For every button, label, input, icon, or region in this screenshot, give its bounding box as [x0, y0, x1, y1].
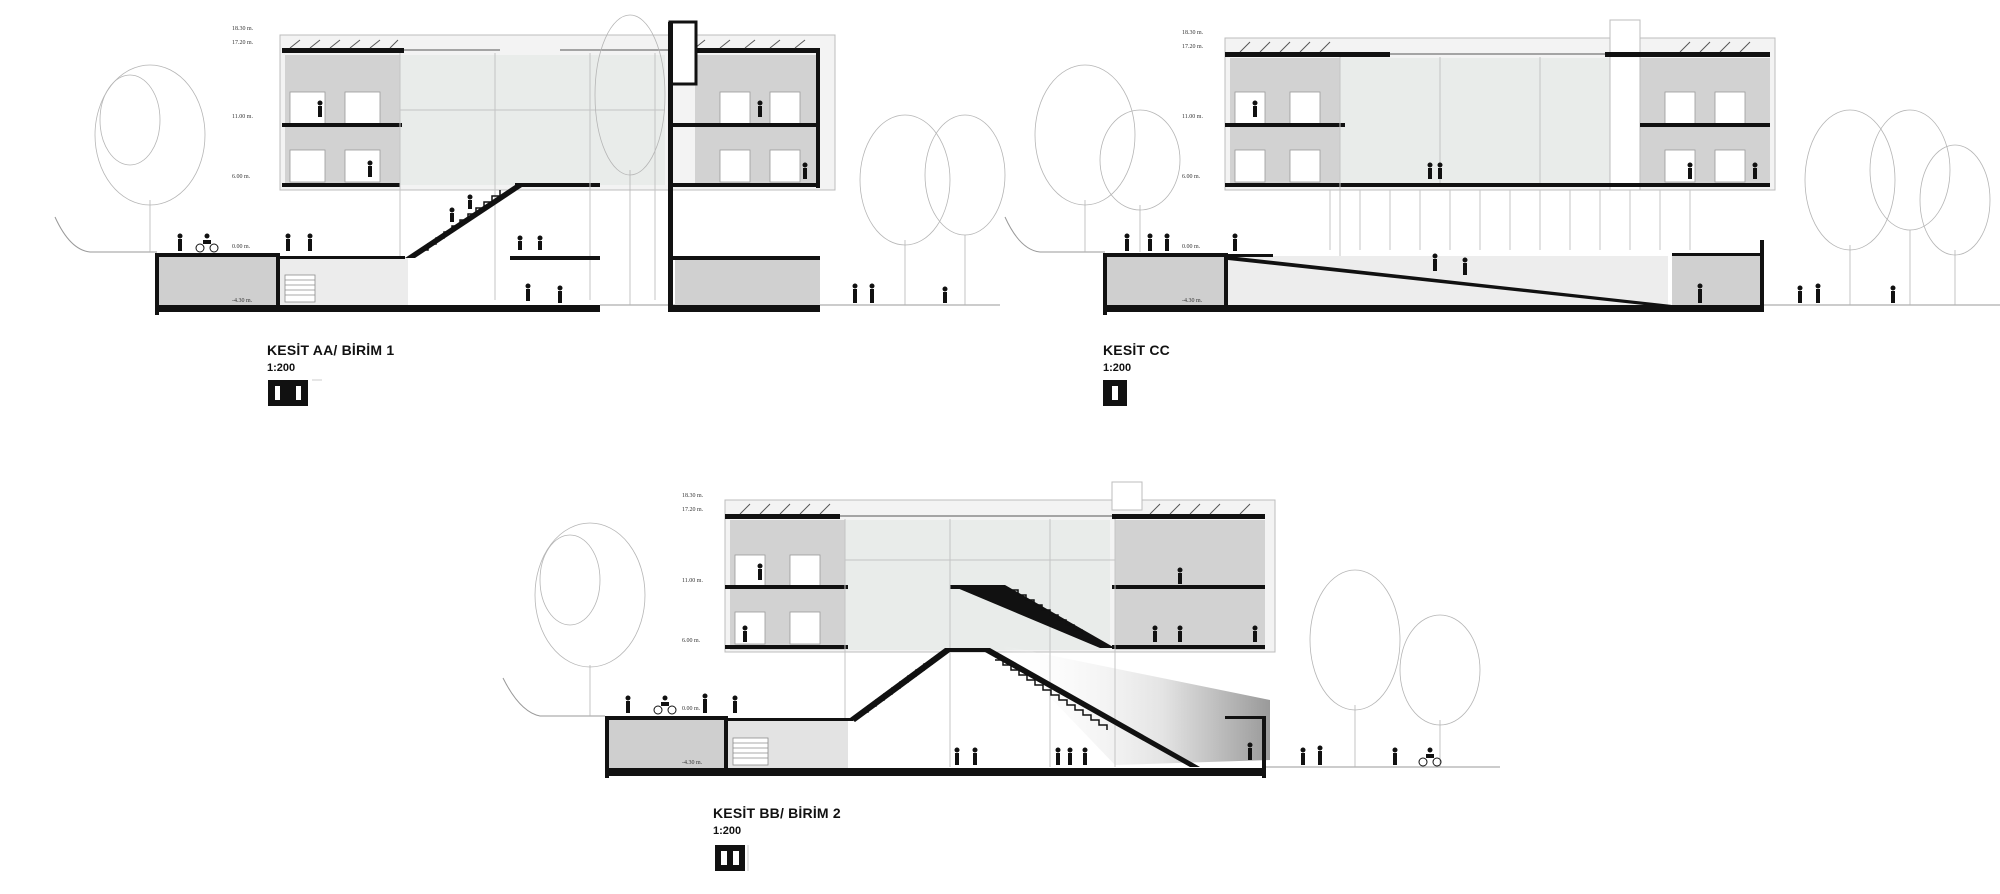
tree-icon: [94, 14, 1006, 305]
section-scale: 1:200: [267, 362, 296, 374]
tree-icon: [534, 522, 1481, 767]
section-title: KESİT BB/ BİRİM 2: [713, 805, 841, 821]
level-marker: 6.00 m.: [682, 638, 701, 644]
section-scale: 1:200: [1103, 362, 1132, 374]
level-marker: -4.30 m.: [232, 298, 253, 304]
level-marker: -4.30 m.: [1182, 298, 1203, 304]
level-marker: 0.00 m.: [1182, 244, 1201, 250]
level-marker: 0.00 m.: [682, 706, 701, 712]
level-marker: 18.30 m.: [232, 26, 254, 32]
section-cc-drawing: 18.30 m. 17.20 m. 11.00 m. 6.00 m. 0.00 …: [1004, 19, 2000, 315]
level-marker: 11.00 m.: [232, 114, 253, 120]
level-marker: -4.30 m.: [682, 760, 703, 766]
section-scale: 1:200: [713, 825, 742, 837]
section-title: KESİT CC: [1103, 342, 1170, 358]
level-marker: 17.20 m.: [682, 507, 704, 513]
people-silhouettes: [625, 563, 1442, 767]
level-marker: 17.20 m.: [1182, 44, 1204, 50]
level-marker: 6.00 m.: [232, 174, 251, 180]
level-marker: 11.00 m.: [1182, 114, 1203, 120]
level-marker: 6.00 m.: [1182, 174, 1201, 180]
key-plan-icon: [715, 845, 749, 871]
level-marker: 0.00 m.: [232, 244, 251, 250]
people-silhouettes: [1124, 100, 1896, 303]
level-marker: 17.20 m.: [232, 40, 254, 46]
section-bb-drawing: 18.30 m. 17.20 m. 11.00 m. 6.00 m. 0.00 …: [502, 481, 1500, 778]
people-silhouettes: [177, 100, 948, 303]
key-plan-icon: [1103, 380, 1127, 406]
section-aa-drawing: 18.30 m. 17.20 m. 11.00 m. 6.00 m. 0.00 …: [54, 14, 1006, 315]
level-marker: 11.00 m.: [682, 578, 703, 584]
level-marker: 18.30 m.: [682, 493, 704, 499]
key-plan-icon: [268, 379, 322, 406]
tree-icon: [1034, 64, 1991, 305]
section-title: KESİT AA/ BİRİM 1: [267, 342, 395, 358]
level-marker: 18.30 m.: [1182, 30, 1204, 36]
